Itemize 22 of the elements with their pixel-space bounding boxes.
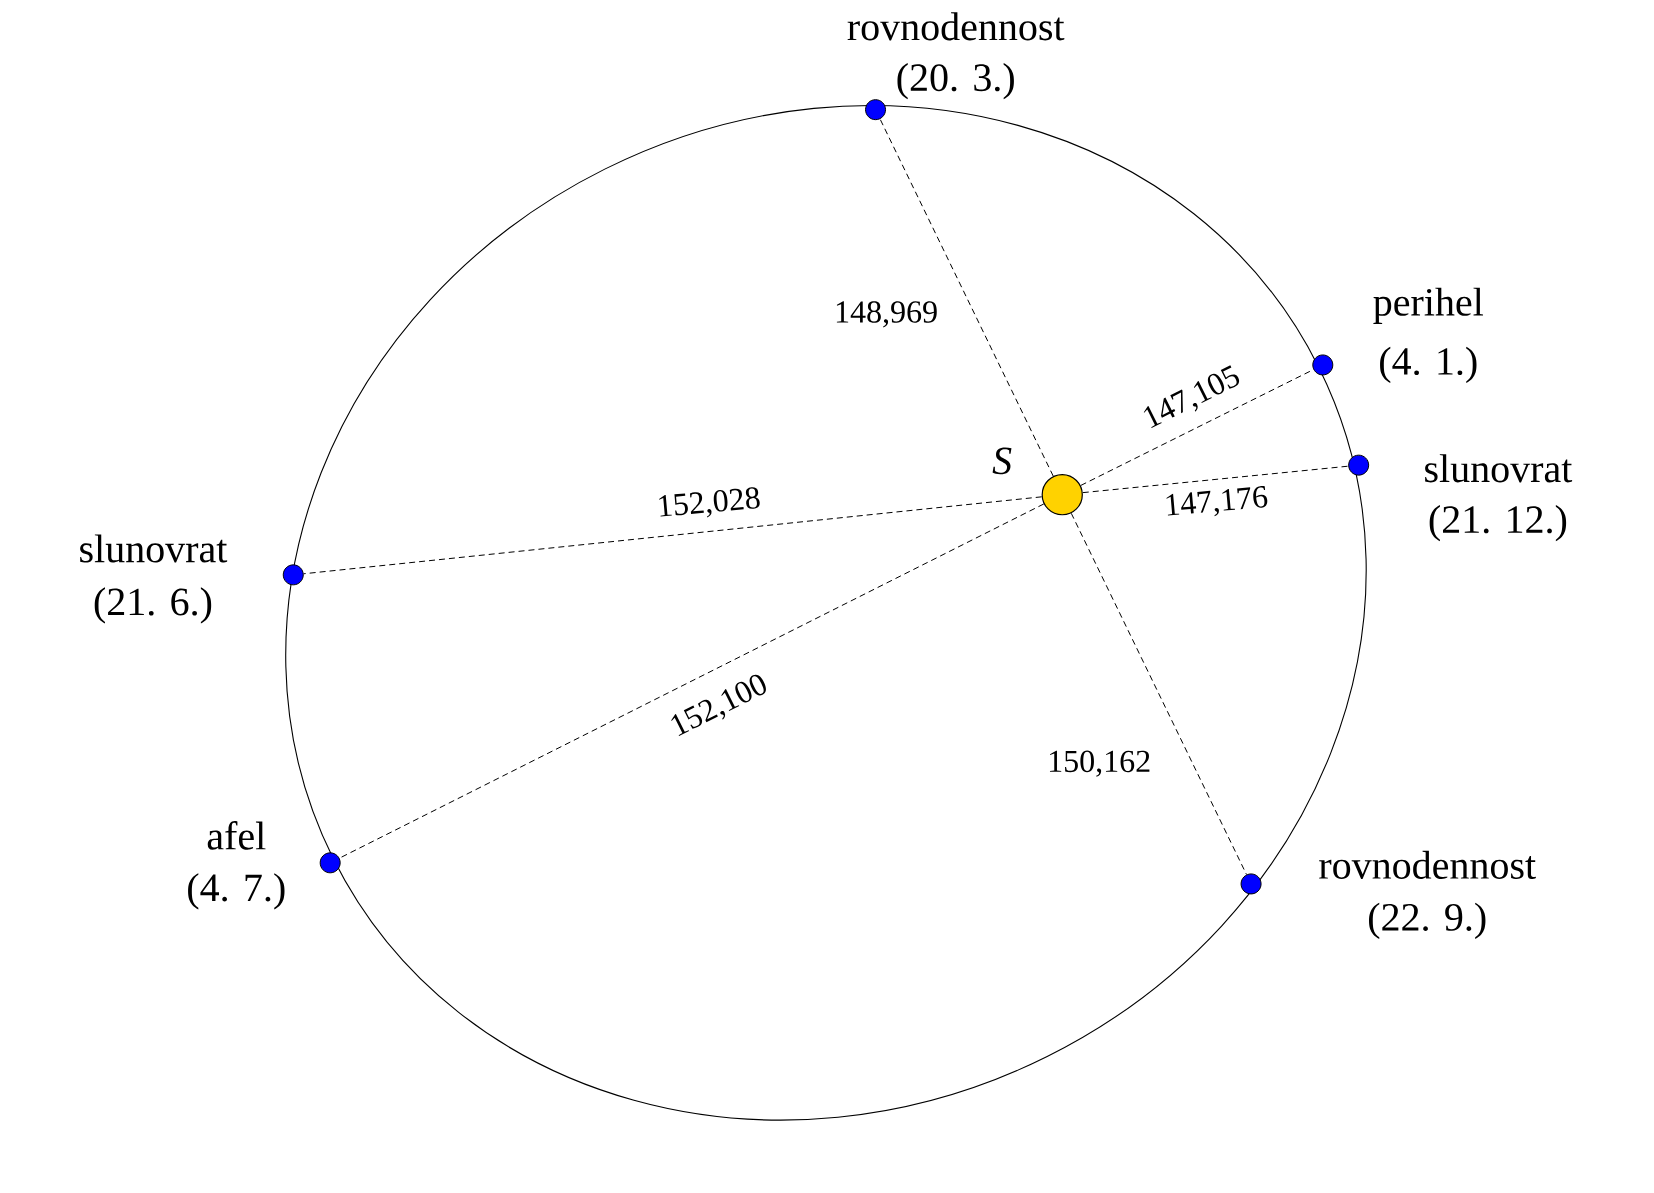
- point-date: (4. 1.): [1380, 346, 1477, 384]
- point-date: (20. 3.): [897, 63, 1014, 100]
- point-date: (21. 6.): [94, 587, 212, 624]
- point-name: rovnodennost: [847, 12, 1065, 41]
- distance-label: 150,162: [1046, 749, 1153, 778]
- dashed-line: [339, 503, 1045, 859]
- point-date: (22. 9.): [1369, 902, 1486, 939]
- point-name: slunovrat: [1425, 454, 1573, 483]
- distance-label: 148,969: [833, 300, 940, 329]
- distance-label: 147,176: [1162, 484, 1271, 522]
- dashed-line: [879, 118, 1054, 477]
- sun-label: S: [992, 447, 1012, 475]
- point-name: perihel: [1373, 287, 1483, 324]
- distance-label: 152,028: [654, 485, 763, 523]
- dashed-line: [303, 496, 1043, 575]
- point-name: afel: [207, 821, 266, 850]
- point-date: (4. 7.): [188, 873, 285, 910]
- dashed-line: [1070, 512, 1247, 875]
- point-name: slunovrat: [80, 534, 228, 563]
- point-date: (21. 12.): [1429, 505, 1567, 542]
- dashed-line: [1082, 465, 1349, 494]
- point-name: rovnodennost: [1319, 850, 1536, 879]
